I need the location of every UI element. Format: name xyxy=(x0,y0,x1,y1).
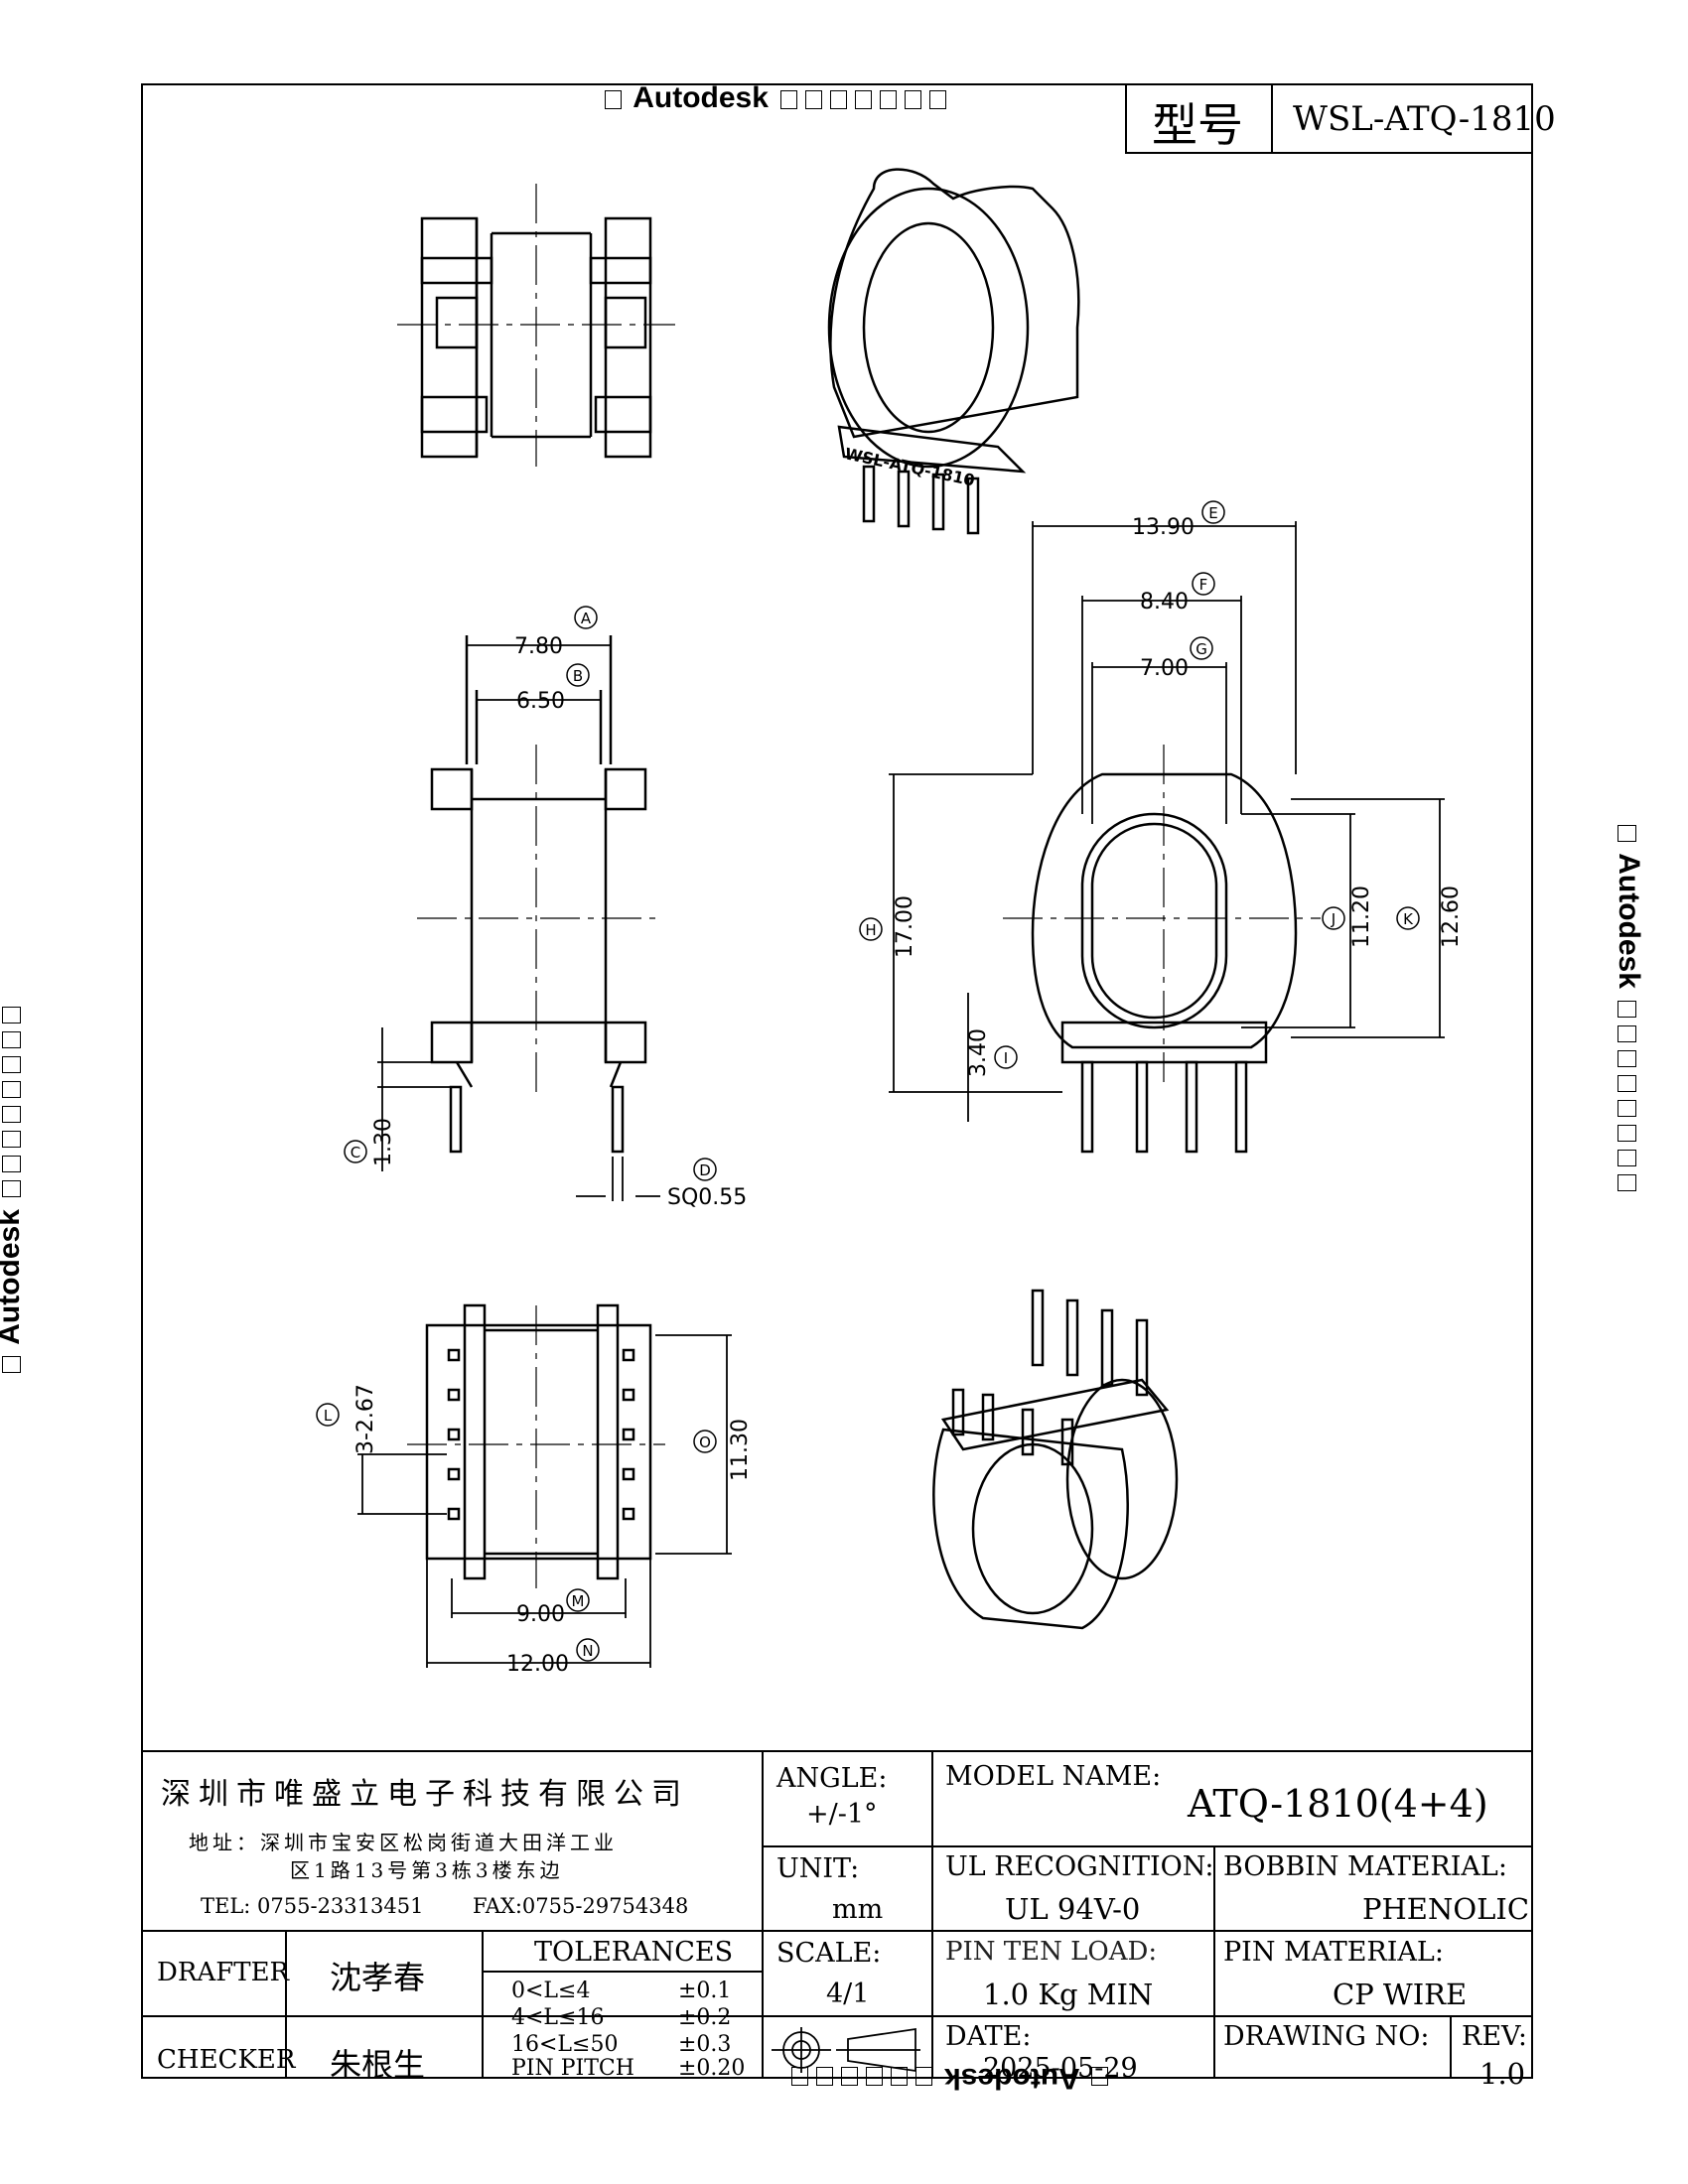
dim-I-value: 3.40 xyxy=(966,1028,991,1077)
bobbin-label: BOBBIN MATERIAL: xyxy=(1223,1851,1507,1882)
tol-value-1: ±0.1 xyxy=(678,1979,732,2003)
pin-load-label: PIN TEN LOAD: xyxy=(945,1937,1158,1967)
date-label: DATE: xyxy=(945,2021,1032,2052)
dim-B-value: 6.50 xyxy=(516,689,565,714)
model-name-label: MODEL NAME: xyxy=(945,1761,1162,1792)
tol-value-2: ±0.2 xyxy=(678,2005,732,2030)
dim-A-value: 7.80 xyxy=(514,634,563,659)
ul-value: UL 94V-0 xyxy=(1005,1892,1141,1926)
front-view xyxy=(430,635,647,1154)
dim-N-value: 12.00 xyxy=(506,1652,569,1677)
dim-H-marker: H xyxy=(865,921,876,939)
model-value: WSL-ATQ-1810 xyxy=(1293,99,1556,139)
dim-K-value: 12.60 xyxy=(1439,886,1464,948)
model-box xyxy=(1125,83,1533,154)
pin-load-value: 1.0 Kg MIN xyxy=(983,1978,1154,2011)
tol-range-2: 4<L≤16 xyxy=(511,2005,605,2030)
angle-label: ANGLE: xyxy=(776,1763,888,1794)
dim-F-value: 8.40 xyxy=(1140,590,1189,614)
isometric-view-bottom xyxy=(932,1289,1179,1630)
drafter-label: DRAFTER xyxy=(157,1958,290,1987)
dim-I-marker: I xyxy=(1004,1049,1008,1067)
dim-B-marker: B xyxy=(573,667,583,685)
end-view xyxy=(1031,772,1298,1154)
dim-D-value: SQ0.55 xyxy=(667,1185,747,1210)
dim-D-marker: D xyxy=(699,1161,711,1179)
fax: FAX:0755-29754348 xyxy=(473,1894,689,1918)
dim-O-value: 11.30 xyxy=(728,1419,753,1481)
dim-E-value: 13.90 xyxy=(1132,515,1195,540)
angle-value: +/-1° xyxy=(806,1799,878,1830)
model-name-value: ATQ-1810(4+4) xyxy=(1188,1782,1488,1826)
dim-F-marker: F xyxy=(1199,576,1208,594)
address-line1: 地址：深圳市宝安区松岗街道大田洋工业 xyxy=(189,1831,618,1854)
dim-L-marker: L xyxy=(324,1407,333,1425)
dim-M-marker: M xyxy=(572,1592,585,1610)
dim-H-value: 17.00 xyxy=(893,895,917,958)
dim-G-marker: G xyxy=(1196,640,1207,658)
rev-value: 1.0 xyxy=(1479,2057,1526,2091)
tolerances-label: TOLERANCES xyxy=(534,1937,734,1968)
unit-value: mm xyxy=(832,1894,884,1925)
model-label: 型号 xyxy=(1152,98,1243,152)
dimension-labels: 7.80 6.50 1.30 SQ0.55 13.90 8.40 7.00 17… xyxy=(353,515,1464,1677)
scale-value: 4/1 xyxy=(826,1979,870,2009)
tol-value-3: ±0.3 xyxy=(678,2032,732,2057)
pin-material-value: CP WIRE xyxy=(1333,1978,1468,2011)
dim-N-marker: N xyxy=(582,1642,593,1660)
dim-J-value: 11.20 xyxy=(1349,886,1374,948)
unit-label: UNIT: xyxy=(776,1853,860,1884)
tol-range-3: 16<L≤50 xyxy=(511,2032,619,2057)
drafter-name: 沈孝春 xyxy=(330,1959,426,1996)
dim-C-marker: C xyxy=(351,1144,360,1161)
side-view-top xyxy=(420,216,652,459)
isometric-view-top xyxy=(827,168,1080,535)
pin-material-label: PIN MATERIAL: xyxy=(1223,1937,1444,1968)
tol-value-4: ±0.20 xyxy=(678,2056,746,2081)
drawing-no-label: DRAWING NO: xyxy=(1223,2021,1430,2052)
rev-label: REV: xyxy=(1462,2021,1527,2052)
ul-label: UL RECOGNITION: xyxy=(945,1851,1214,1882)
bobbin-value: PHENOLIC xyxy=(1362,1892,1530,1926)
scale-label: SCALE: xyxy=(776,1938,882,1969)
watermark-bottom: Autodesk xyxy=(685,2061,1112,2095)
tel: TEL: 0755-23313451 xyxy=(201,1894,424,1918)
watermark-top: Autodesk xyxy=(601,81,950,115)
tol-range-4: PIN PITCH xyxy=(511,2056,634,2081)
bottom-view xyxy=(425,1303,652,1580)
title-block xyxy=(141,1750,1533,2079)
date-value: 2025-05-29 xyxy=(983,2053,1138,2084)
checker-name: 朱根生 xyxy=(330,2046,426,2084)
checker-label: CHECKER xyxy=(157,2045,296,2075)
dim-A-marker: A xyxy=(581,610,592,627)
dim-K-marker: K xyxy=(1403,910,1414,928)
dim-J-marker: J xyxy=(1331,910,1336,928)
dim-O-marker: O xyxy=(699,1433,711,1451)
dim-G-value: 7.00 xyxy=(1140,656,1189,681)
dim-C-value: 1.30 xyxy=(371,1118,396,1166)
dim-L-value: 3-2.67 xyxy=(353,1384,378,1454)
address-line2: 区1路13号第3栋3楼东边 xyxy=(290,1858,564,1882)
projection-symbol-icon xyxy=(772,2027,920,2073)
dim-E-marker: E xyxy=(1208,504,1217,522)
tol-range-1: 0<L≤4 xyxy=(511,1979,591,2003)
company-name: 深圳市唯盛立电子科技有限公司 xyxy=(161,1777,689,1812)
dim-M-value: 9.00 xyxy=(516,1602,565,1627)
